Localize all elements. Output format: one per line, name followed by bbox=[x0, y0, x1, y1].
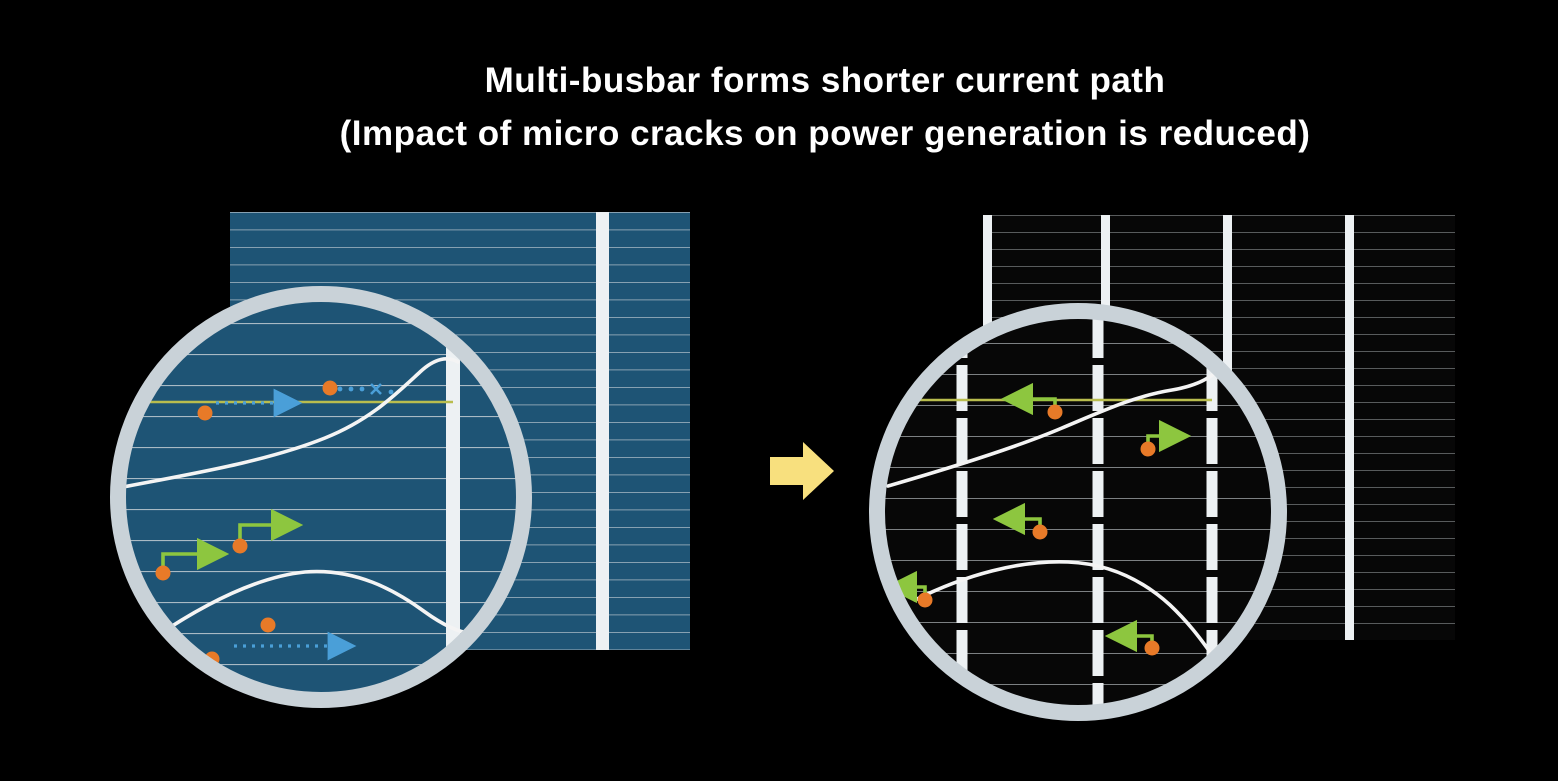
left-magnifier-ring bbox=[110, 286, 532, 708]
right-magnifier-ring bbox=[869, 303, 1287, 721]
left-lens-busbar bbox=[446, 300, 460, 694]
micro-crack-lower bbox=[913, 560, 1212, 654]
right-magnifier-view bbox=[883, 317, 1273, 707]
micro-crack-upper bbox=[886, 364, 1224, 488]
micro-crack-upper bbox=[124, 357, 460, 490]
electron-dot bbox=[1047, 404, 1063, 420]
multi-busbar-4 bbox=[1345, 215, 1354, 640]
conventional-busbar bbox=[596, 212, 609, 650]
electron-dot bbox=[197, 405, 213, 421]
electron-dot bbox=[155, 565, 171, 581]
electron-dot bbox=[1144, 640, 1160, 656]
electron-dot bbox=[917, 592, 933, 608]
diagram-title: Multi-busbar forms shorter current path … bbox=[92, 54, 1558, 160]
title-line-1: Multi-busbar forms shorter current path bbox=[484, 61, 1166, 100]
title-line-2: (Impact of micro cracks on power generat… bbox=[339, 114, 1311, 154]
left-magnifier-view bbox=[124, 300, 518, 694]
electron-dots bbox=[917, 404, 1160, 656]
transition-arrow-icon bbox=[770, 442, 834, 500]
electron-dot bbox=[232, 538, 248, 554]
electron-dot bbox=[1032, 524, 1048, 540]
blocked-x-icon bbox=[370, 383, 382, 395]
electron-dot bbox=[260, 617, 276, 633]
electron-dot bbox=[1140, 441, 1156, 457]
electron-dot bbox=[322, 380, 338, 396]
micro-crack-lower bbox=[146, 569, 474, 644]
blocked-path-marks bbox=[337, 383, 394, 395]
